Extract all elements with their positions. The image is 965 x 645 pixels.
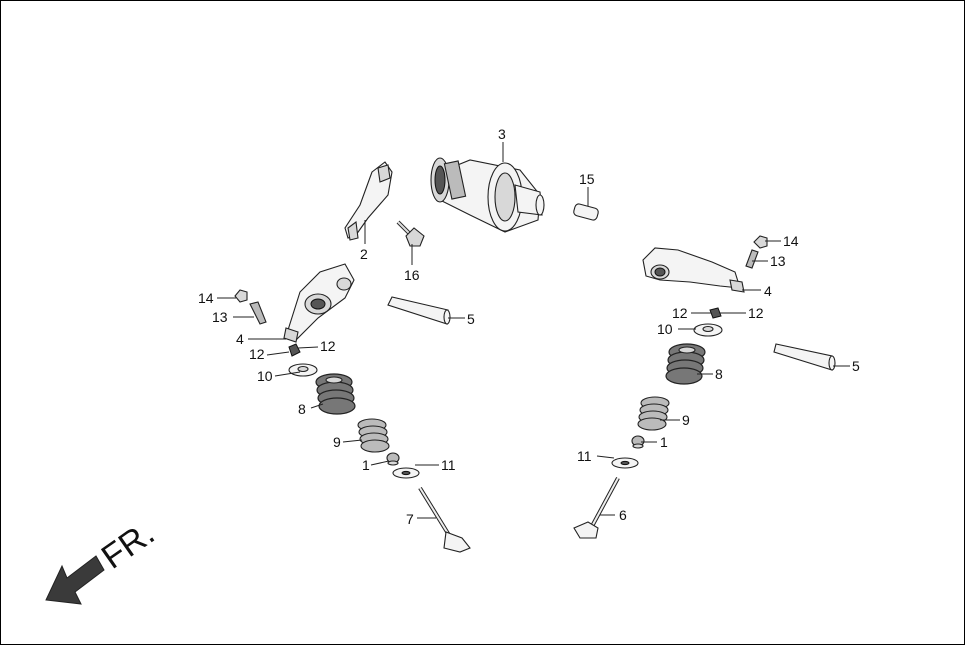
leader-lines <box>217 142 850 519</box>
label-8-left: 8 <box>298 401 306 417</box>
stem-seal-left <box>386 452 400 466</box>
label-10-right: 10 <box>657 321 673 337</box>
valve-guide-left <box>387 296 451 325</box>
label-15: 15 <box>579 171 595 187</box>
label-12-left-b: 12 <box>320 338 336 354</box>
label-1-right: 1 <box>660 434 668 450</box>
part-labels: 3 2 16 15 14 13 4 12 12 10 8 9 1 11 5 7 … <box>198 126 860 527</box>
rocker-arm-left <box>283 263 355 343</box>
rocker-arm-small <box>344 161 393 241</box>
label-4-left: 4 <box>236 331 244 347</box>
nut-left <box>234 289 248 303</box>
nut-right <box>753 235 768 249</box>
spring-retainer-right <box>693 323 723 337</box>
label-6: 6 <box>619 507 627 523</box>
rocker-arm-right <box>642 247 745 293</box>
label-4-right: 4 <box>764 283 772 299</box>
label-14-right: 14 <box>783 233 799 249</box>
label-10-left: 10 <box>257 368 273 384</box>
label-13-left: 13 <box>212 309 228 325</box>
adjuster-screw-right <box>745 249 759 269</box>
dowel-pin <box>573 203 599 221</box>
valve-guide-right <box>773 343 836 371</box>
label-5-left: 5 <box>467 311 475 327</box>
label-11-left: 11 <box>441 457 456 473</box>
camshaft <box>430 157 545 233</box>
label-2: 2 <box>360 246 368 262</box>
label-13-right: 13 <box>770 253 786 269</box>
spring-retainer-left <box>288 363 318 377</box>
exhaust-valve <box>573 477 620 539</box>
label-11-right: 11 <box>577 448 592 464</box>
label-16: 16 <box>404 267 420 283</box>
inner-valve-spring-left <box>357 418 390 453</box>
outer-valve-spring-right <box>665 343 706 385</box>
stem-seal-right <box>631 435 645 449</box>
bolt <box>396 220 425 247</box>
intake-valve <box>418 486 471 553</box>
front-direction-label: FR. <box>95 514 162 577</box>
label-1-left: 1 <box>362 457 370 473</box>
label-14-left: 14 <box>198 290 214 306</box>
label-12-left-a: 12 <box>249 346 265 362</box>
adjuster-screw-left <box>249 301 267 325</box>
spring-seat-left <box>392 467 420 479</box>
spring-seat-right <box>611 457 639 469</box>
label-9-left: 9 <box>333 434 341 450</box>
front-direction-arrow-icon <box>45 555 105 605</box>
label-12-right-b: 12 <box>748 305 764 321</box>
outer-valve-spring-left <box>315 373 356 415</box>
inner-valve-spring-right <box>637 396 670 431</box>
label-12-right-a: 12 <box>672 305 688 321</box>
valve-keeper-right <box>709 307 722 319</box>
label-8-right: 8 <box>715 366 723 382</box>
label-7: 7 <box>406 511 414 527</box>
label-9-right: 9 <box>682 412 690 428</box>
label-3: 3 <box>498 126 506 142</box>
label-5-right: 5 <box>852 358 860 374</box>
valve-keeper-left <box>288 343 301 357</box>
